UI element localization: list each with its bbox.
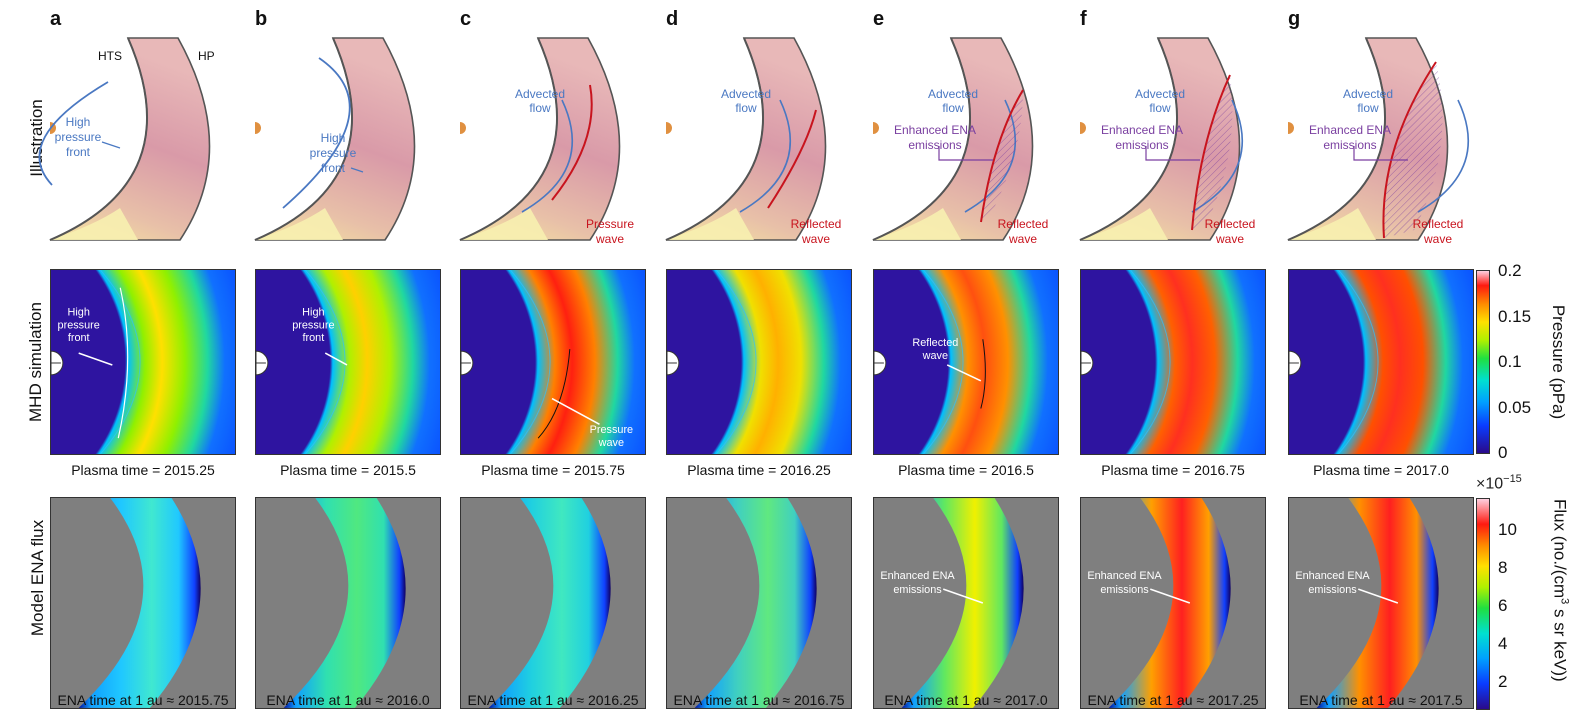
pressure-colorbar [1476,270,1490,454]
flux-tick-label: 10 [1498,520,1517,539]
row-label-mhd: MHD simulation [26,302,45,422]
ena-time-caption: ENA time at 1 au ≈ 2015.75 [57,692,229,708]
pressure-tick-label: 0.2 [1498,261,1522,280]
ena-time-caption: ENA time at 1 au ≈ 2017.5 [1299,692,1463,708]
mhd-panel [1288,269,1474,455]
plasma-time-caption: Plasma time = 2015.5 [280,462,416,478]
ena-panel [255,497,441,709]
ena-panel [50,497,236,709]
ena-time-caption: ENA time at 1 au ≈ 2017.25 [1087,692,1259,708]
plasma-time-caption: Plasma time = 2016.75 [1101,462,1245,478]
flux-tick-label: 6 [1498,596,1508,615]
ena-time-caption: ENA time at 1 au ≈ 2016.25 [467,692,639,708]
plasma-time-caption: Plasma time = 2015.25 [71,462,215,478]
panel-letter-f: f [1080,8,1087,30]
ena-time-caption: ENA time at 1 au ≈ 2016.0 [266,692,430,708]
flux-tick-label: 4 [1498,634,1508,653]
svg-text:HP: HP [198,49,215,63]
flux-tick-label: 8 [1498,558,1508,577]
ena-panel [460,497,646,709]
flux-multiplier: ×10−15 [1476,473,1522,493]
plasma-time-caption: Plasma time = 2015.75 [481,462,625,478]
mhd-panel [1080,269,1266,455]
flux-colorbar [1476,498,1490,710]
panel-letter-a: a [50,8,62,30]
pressure-tick-label: 0.1 [1498,352,1522,371]
plasma-time-caption: Plasma time = 2017.0 [1313,462,1449,478]
plasma-time-caption: Plasma time = 2016.25 [687,462,831,478]
pressure-tick-label: 0.05 [1498,397,1532,417]
panel-letter-d: d [666,8,679,30]
pressure-tick-label: 0.15 [1498,306,1532,326]
pressure-tick-label: 0 [1498,443,1508,462]
ena-panel [666,497,852,709]
panel-letter-g: g [1288,8,1301,30]
flux-tick-label: 2 [1498,672,1508,691]
ena-time-caption: ENA time at 1 au ≈ 2016.75 [673,692,845,708]
panel-letter-e: e [873,8,885,30]
mhd-panel [666,269,852,455]
row-label-ena: Model ENA flux [28,519,47,637]
pressure-axis-label: Pressure (pPa) [1549,304,1568,420]
panel-letter-b: b [255,8,268,30]
panel-letter-c: c [460,8,472,30]
flux-axis-label: Flux (no./(cm3 s sr keV)) [1550,498,1571,682]
ena-time-caption: ENA time at 1 au ≈ 2017.0 [884,692,1048,708]
svg-text:HTS: HTS [98,49,122,63]
plasma-time-caption: Plasma time = 2016.5 [898,462,1034,478]
